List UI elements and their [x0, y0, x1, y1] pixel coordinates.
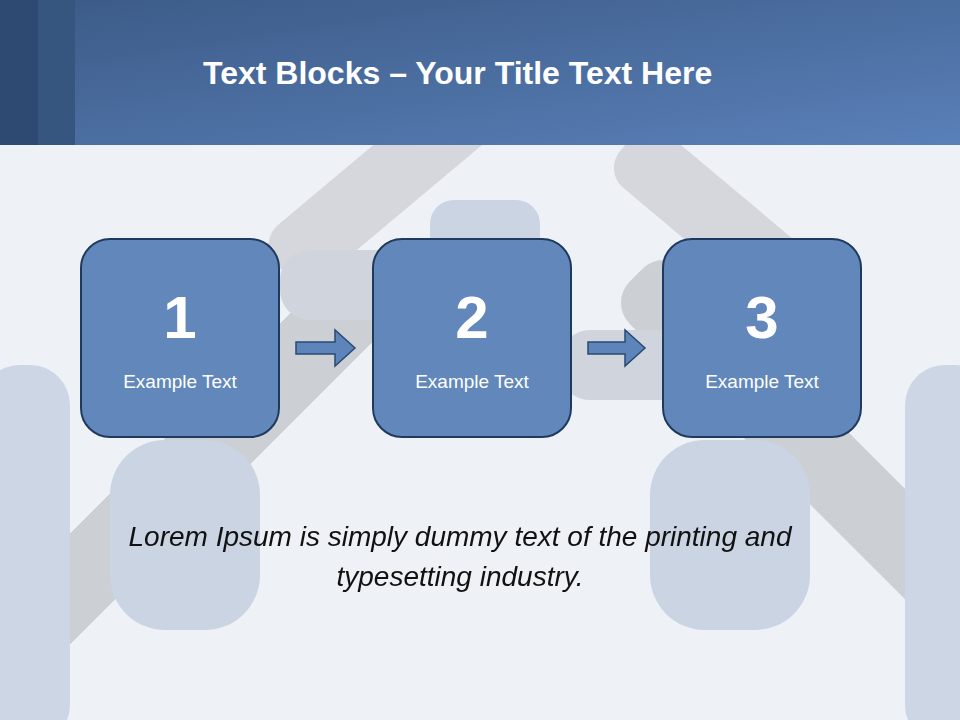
process-box: 1Example Text	[80, 238, 280, 438]
header-strip	[38, 0, 75, 145]
step-number: 2	[374, 286, 570, 350]
step-label: Example Text	[374, 370, 570, 394]
step-label: Example Text	[82, 370, 278, 394]
header-band	[0, 0, 960, 145]
process-box: 2Example Text	[372, 238, 572, 438]
step-label: Example Text	[664, 370, 860, 394]
flow-arrow	[296, 330, 355, 366]
ground	[0, 145, 960, 720]
flow-arrow	[588, 330, 645, 366]
process-box: 3Example Text	[662, 238, 862, 438]
handshake-illustration	[0, 75, 960, 720]
step-number: 3	[664, 286, 860, 350]
header-strip	[0, 0, 38, 145]
step-number: 1	[82, 286, 278, 350]
slide-title: Text Blocks – Your Title Text Here	[203, 53, 712, 93]
caption: Lorem Ipsum is simply dummy text of the …	[90, 517, 830, 597]
